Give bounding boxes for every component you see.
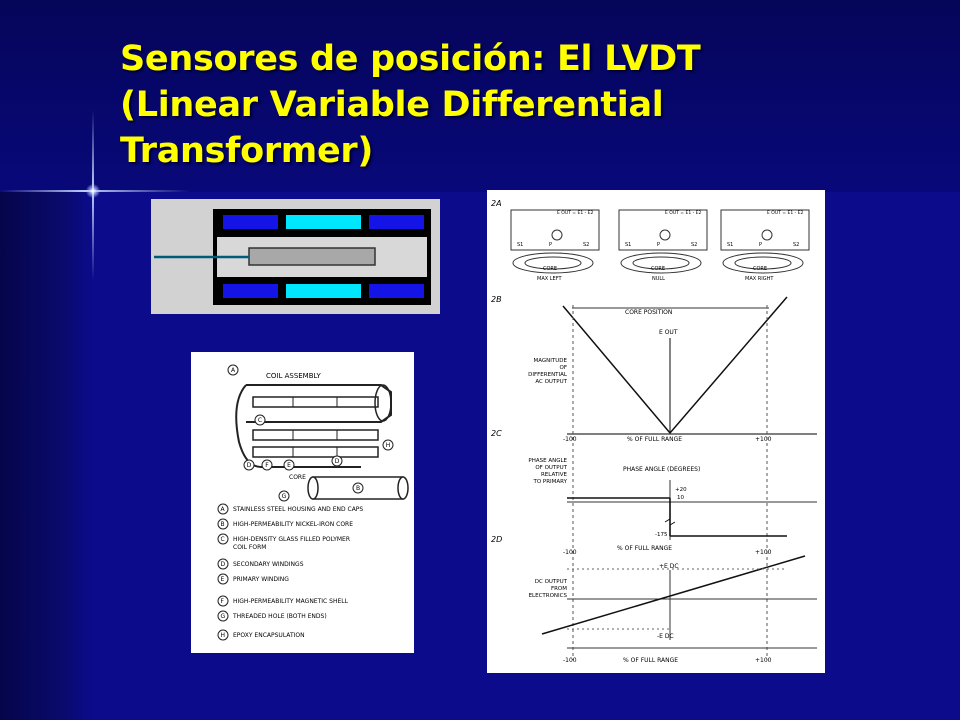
- p-null: P: [657, 242, 660, 248]
- p-right: P: [759, 242, 762, 248]
- magnitude-label-3: DIFFERENTIAL: [528, 372, 568, 378]
- s1-left: S1: [517, 242, 523, 248]
- phase-10: 10: [677, 495, 684, 501]
- phase-minus175: -175: [655, 532, 668, 538]
- s2-null: S2: [691, 242, 697, 248]
- label-2d: 2D: [491, 535, 502, 544]
- phase-title: PHASE ANGLE (DEGREES): [623, 466, 700, 473]
- core-position-label: CORE POSITION: [625, 309, 672, 316]
- callout-a: A: [231, 367, 236, 374]
- slide-title: Sensores de posición: El LVDT (Linear Va…: [120, 36, 840, 174]
- callout-e: E: [287, 462, 291, 469]
- phase-label-1: PHASE ANGLE: [528, 458, 567, 464]
- s1-null: S1: [625, 242, 631, 248]
- tick-plus100-c: +100: [755, 549, 772, 556]
- svg-text:B: B: [221, 521, 225, 528]
- phase-label-4: TO PRIMARY: [532, 479, 567, 485]
- title-line-2: (Linear Variable Differential: [120, 85, 664, 125]
- callout-d2: D: [335, 458, 340, 465]
- legend-c: HIGH-DENSITY GLASS FILLED POLYMER: [233, 536, 350, 543]
- magnitude-label-2: OF: [560, 365, 568, 371]
- title-line-1: Sensores de posición: El LVDT: [120, 39, 701, 79]
- sparkle-star-icon: [86, 184, 100, 198]
- dc-label-1: DC OUTPUT: [535, 579, 568, 585]
- label-2b: 2B: [491, 295, 502, 304]
- phase-plus20: +20: [675, 487, 687, 493]
- title-line-3: Transformer): [120, 131, 374, 171]
- label-2a: 2A: [491, 199, 502, 208]
- callout-d: D: [247, 462, 252, 469]
- core-label-null: CORE: [651, 266, 665, 272]
- tick-minus100-d: -100: [563, 657, 577, 664]
- transformer-null: CORE NULL S1 P S2 E OUT = E1 - E2: [618, 209, 708, 282]
- tick-plus100-d: +100: [755, 657, 772, 664]
- callout-g: G: [282, 493, 287, 500]
- pos-max-left: MAX LEFT: [537, 276, 562, 282]
- transformer-max-left: CORE MAX LEFT S1 P S2 E OUT = E1 - E2: [510, 209, 600, 282]
- minus-edc-label: -E DC: [657, 633, 674, 640]
- dc-label-2: FROM: [551, 586, 567, 592]
- pos-max-right: MAX RIGHT: [745, 276, 774, 282]
- legend-c2: COIL FORM: [233, 544, 266, 551]
- svg-text:D: D: [221, 561, 226, 568]
- pos-null: NULL: [652, 276, 665, 282]
- plus-edc-label: +E DC: [659, 563, 679, 570]
- magnitude-label-4: AC OUTPUT: [535, 379, 567, 385]
- eout-formula-null: E OUT = E1 - E2: [665, 210, 702, 216]
- tick-minus100-c: -100: [563, 549, 577, 556]
- svg-text:G: G: [221, 613, 226, 620]
- top-background-band: [0, 0, 960, 192]
- legend-h: EPOXY ENCAPSULATION: [233, 632, 305, 639]
- coil-assembly-header: COIL ASSEMBLY: [266, 372, 321, 380]
- svg-text:E: E: [221, 576, 225, 583]
- eout-formula-left: E OUT = E1 - E2: [557, 210, 594, 216]
- tick-plus100-b: +100: [755, 436, 772, 443]
- full-range-b: % OF FULL RANGE: [627, 436, 682, 443]
- s1-right: S1: [727, 242, 733, 248]
- legend-b: HIGH-PERMEABILITY NICKEL-IRON CORE: [233, 521, 353, 528]
- lvdt-schematic-image: [151, 199, 440, 314]
- core-label-right: CORE: [753, 266, 767, 272]
- legend-e: PRIMARY WINDING: [233, 576, 289, 583]
- legend-d: SECONDARY WINDINGS: [233, 561, 304, 568]
- transformer-max-right: CORE MAX RIGHT S1 P S2 E OUT = E1 - E2: [720, 209, 810, 282]
- lvdt-response-image: 2A CORE MAX LEFT S1 P S2 E OUT = E1 - E2…: [487, 190, 825, 673]
- svg-text:H: H: [221, 632, 226, 639]
- svg-text:A: A: [221, 506, 226, 513]
- phase-label-2: OF OUTPUT: [535, 465, 567, 471]
- phase-label-3: RELATIVE: [541, 472, 568, 478]
- legend-g: THREADED HOLE (BOTH ENDS): [232, 613, 327, 620]
- s2-right: S2: [793, 242, 799, 248]
- eout-label: E OUT: [659, 329, 678, 336]
- magnitude-label-1: MAGNITUDE: [533, 358, 567, 364]
- s2-left: S2: [583, 242, 589, 248]
- eout-formula-right: E OUT = E1 - E2: [767, 210, 804, 216]
- legend-a: STAINLESS STEEL HOUSING AND END CAPS: [233, 506, 363, 513]
- legend-f: HIGH-PERMEABILITY MAGNETIC SHELL: [233, 598, 349, 605]
- callout-b: B: [356, 485, 360, 492]
- label-2c: 2C: [491, 429, 502, 438]
- full-range-d: % OF FULL RANGE: [623, 657, 678, 664]
- dc-label-3: ELECTRONICS: [529, 593, 568, 599]
- callout-h: H: [386, 442, 391, 449]
- coil-assembly-image: COIL ASSEMBLY CORE A C D F E D H G: [191, 352, 414, 653]
- svg-text:F: F: [221, 598, 225, 605]
- callout-c: C: [258, 417, 262, 424]
- full-range-c: % OF FULL RANGE: [617, 545, 672, 552]
- tick-minus100-b: -100: [563, 436, 577, 443]
- callout-f: F: [265, 462, 269, 469]
- core-label: CORE: [289, 474, 306, 481]
- p-left: P: [549, 242, 552, 248]
- svg-text:C: C: [221, 536, 225, 543]
- core-label-left: CORE: [543, 266, 557, 272]
